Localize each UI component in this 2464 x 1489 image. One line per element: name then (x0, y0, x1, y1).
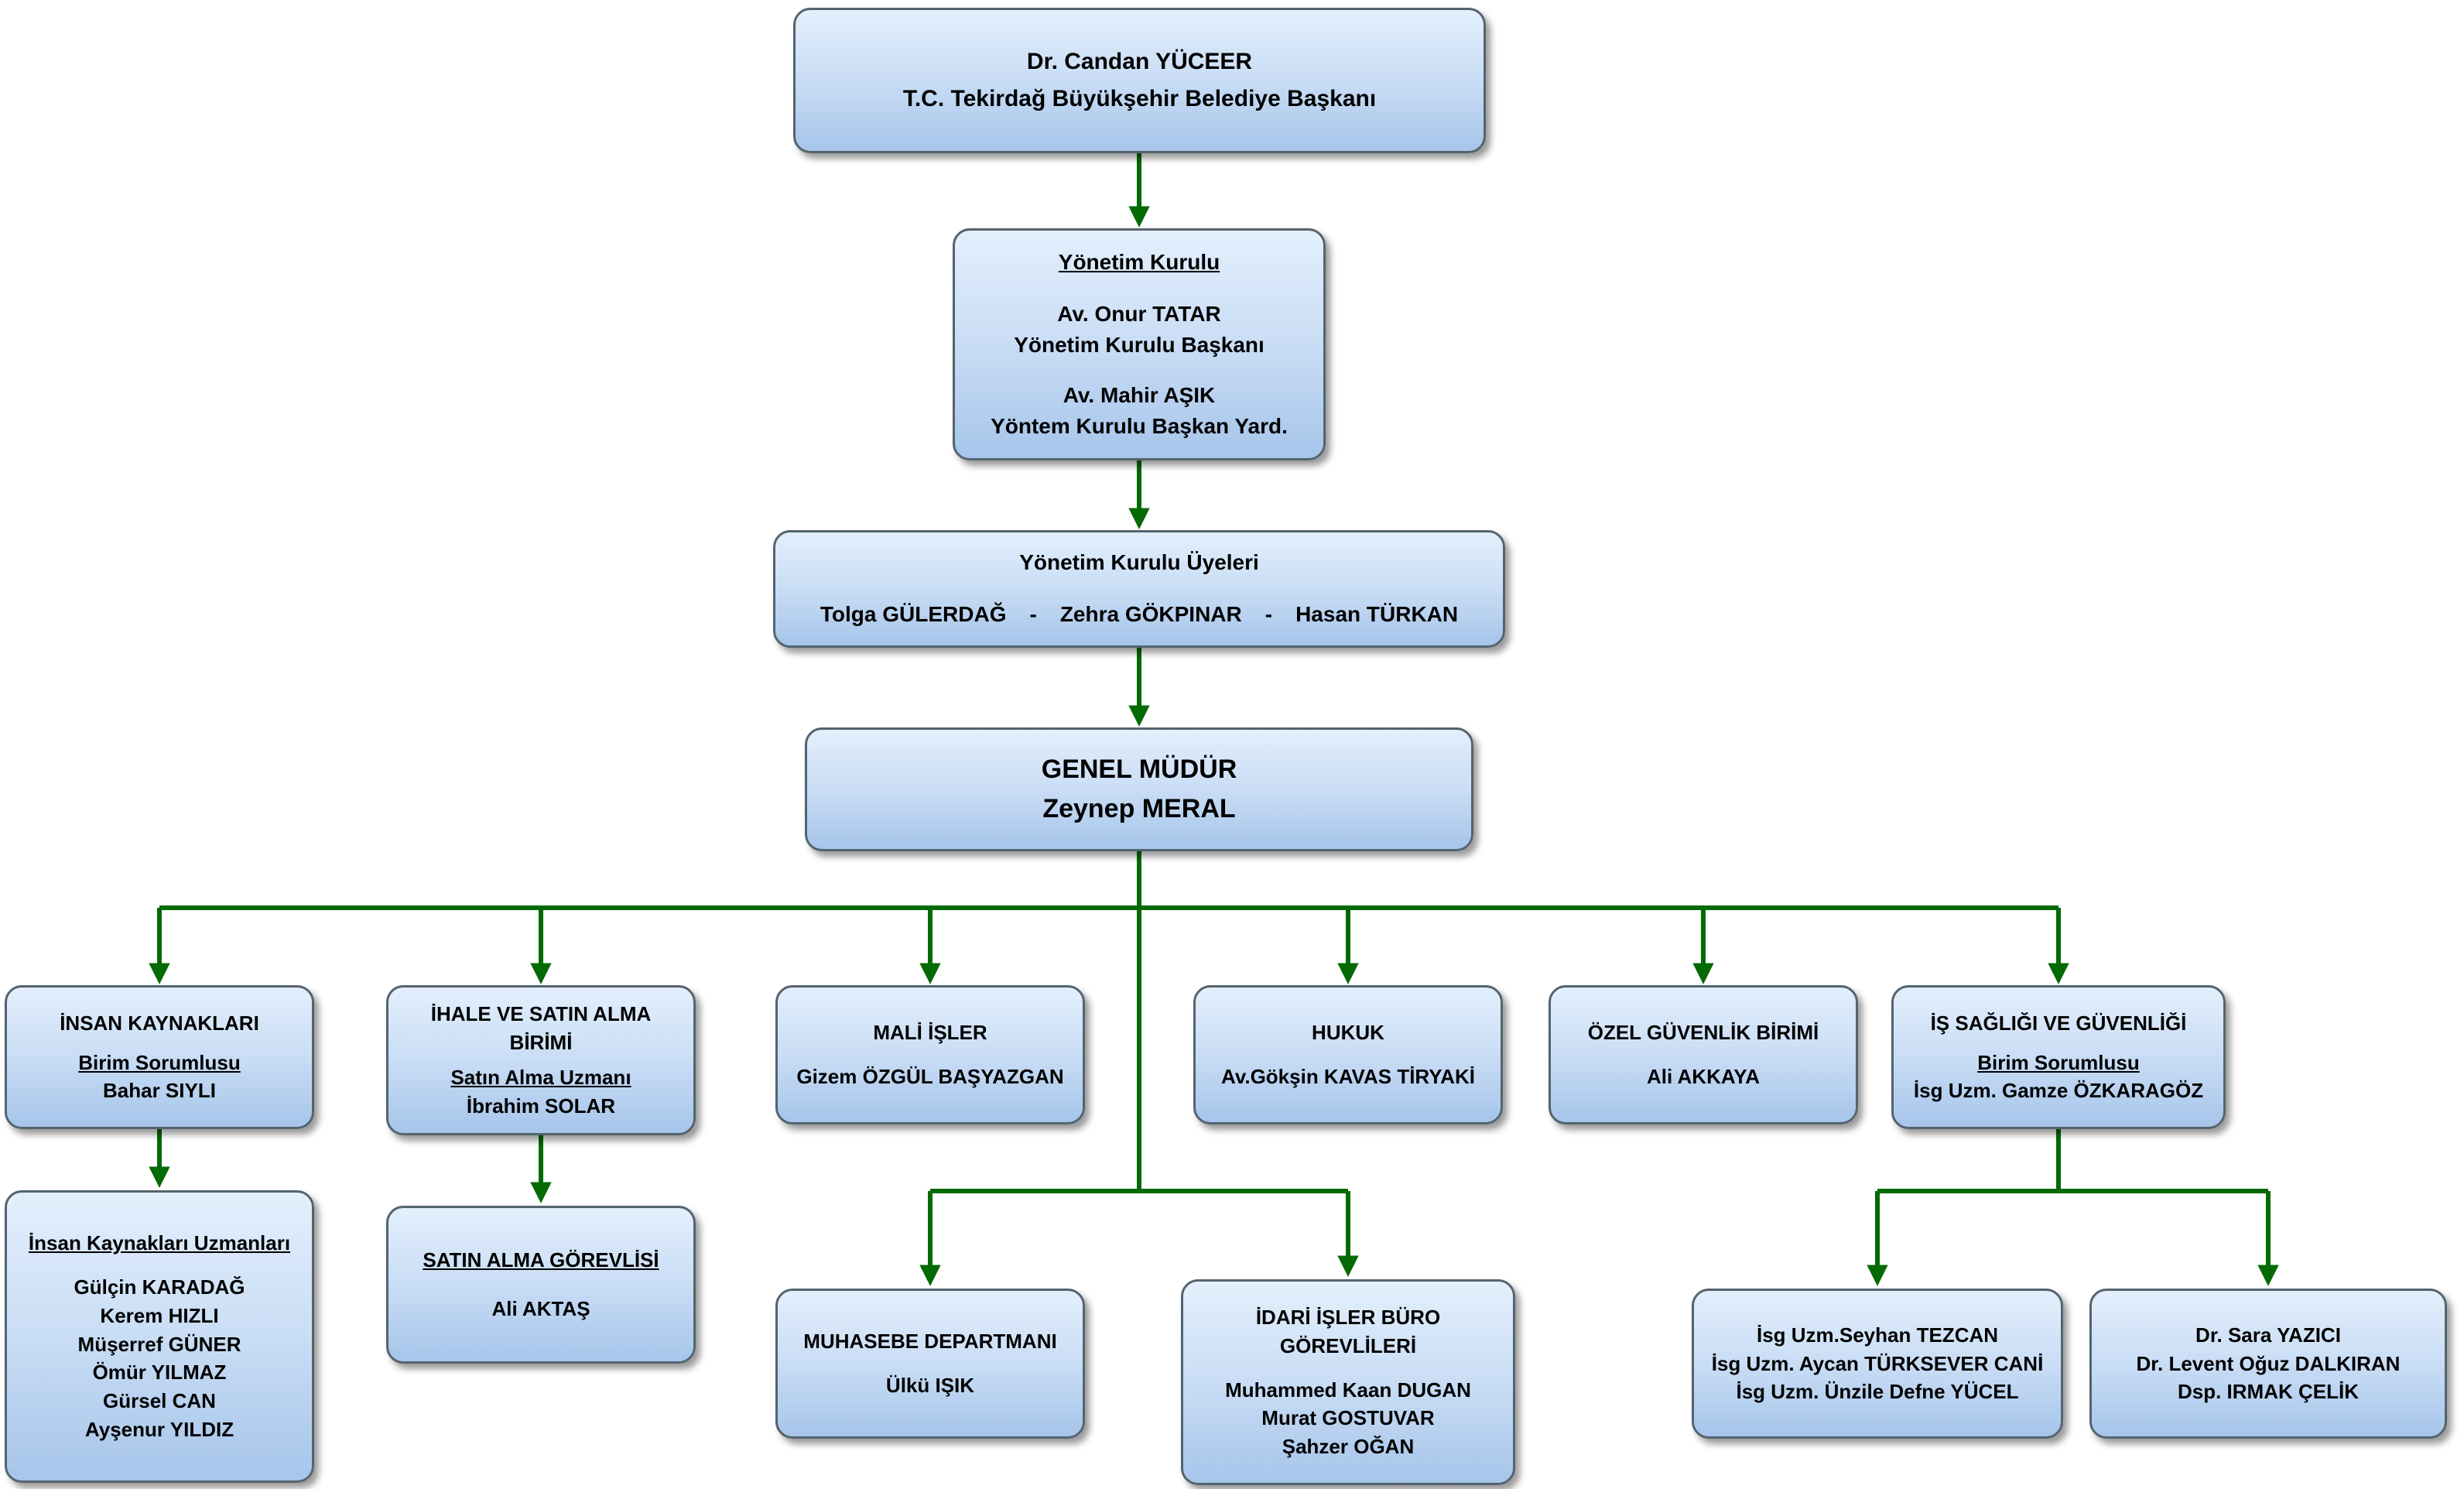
person-name: Ayşenur YILDIZ (84, 1418, 234, 1442)
person-name: Hasan TÜRKAN (1295, 602, 1459, 626)
node-title: MALİ İŞLER (873, 1021, 987, 1045)
person-name: Dr. Candan YÜCEER (1026, 49, 1253, 74)
person-name: Murat GOSTUVAR (1261, 1406, 1435, 1430)
member-group: Av. Mahir AŞIK Yöntem Kurulu Başkan Yard… (991, 380, 1288, 442)
person-name: Gürsel CAN (103, 1389, 216, 1413)
node-yonetim-kurulu-uyeleri: Yönetim Kurulu Üyeleri Tolga GÜLERDAĞ - … (773, 530, 1505, 648)
member-group: Satın Alma Uzmanı İbrahim SOLAR (450, 1063, 631, 1121)
node-genel-mudur: GENEL MÜDÜR Zeynep MERAL (805, 727, 1473, 851)
node-title: HUKUK (1312, 1021, 1384, 1045)
person-name: Gülçin KARADAĞ (74, 1275, 245, 1299)
person-name: Bahar SIYLI (103, 1079, 216, 1103)
person-name: Kerem HIZLI (100, 1303, 219, 1327)
node-is-sagligi: İŞ SAĞLIĞI VE GÜVENLİĞİ Birim Sorumlusu … (1891, 985, 2226, 1129)
person-name: İsg Uzm. Gamze ÖZKARAGÖZ (1913, 1079, 2204, 1103)
separator: - (1265, 602, 1273, 626)
node-insan-kaynaklari: İNSAN KAYNAKLARI Birim Sorumlusu Bahar S… (5, 985, 314, 1129)
member-group: Birim Sorumlusu Bahar SIYLI (78, 1049, 240, 1106)
node-title: ÖZEL GÜVENLİK BİRİMİ (1587, 1021, 1819, 1045)
node-title: İnsan Kaynakları Uzmanları (28, 1231, 291, 1255)
node-saglik-personeli: Dr. Sara YAZICI Dr. Levent Oğuz DALKIRAN… (2089, 1289, 2447, 1439)
node-ozel-guvenlik: ÖZEL GÜVENLİK BİRİMİ Ali AKKAYA (1549, 985, 1858, 1124)
person-name: Dr. Sara YAZICI (2195, 1323, 2341, 1347)
person-name: Av. Onur TATAR (1057, 301, 1221, 326)
node-title: GENEL MÜDÜR (1041, 755, 1237, 784)
person-name: Zehra GÖKPINAR (1059, 602, 1242, 626)
person-role: Birim Sorumlusu (1977, 1050, 2140, 1074)
person-role: Yöntem Kurulu Başkan Yard. (991, 414, 1288, 439)
person-name: Ömür YILMAZ (92, 1361, 227, 1385)
person-name: Zeynep MERAL (1042, 794, 1236, 823)
node-title: İDARİ İŞLER BÜRO GÖREVLİLERİ (1255, 1305, 1441, 1357)
node-ihale-satin-alma: İHALE VE SATIN ALMA BİRİMİ Satın Alma Uz… (386, 985, 696, 1135)
person-name: Av.Gökşin KAVAS TİRYAKİ (1221, 1065, 1475, 1088)
person-name: Av. Mahir AŞIK (1063, 383, 1216, 408)
person-name: Ali AKTAŞ (491, 1297, 590, 1320)
person-name: İsg Uzm.Seyhan TEZCAN (1756, 1323, 1999, 1347)
node-title: İNSAN KAYNAKLARI (60, 1011, 259, 1035)
person-name: İbrahim SOLAR (466, 1094, 616, 1118)
person-role: Birim Sorumlusu (78, 1050, 241, 1074)
node-mali-isler: MALİ İŞLER Gizem ÖZGÜL BAŞYAZGAN (775, 985, 1085, 1124)
node-baskan: Dr. Candan YÜCEER T.C. Tekirdağ Büyükşeh… (793, 8, 1486, 153)
person-name: Müşerref GÜNER (77, 1332, 241, 1356)
person-name: Ali AKKAYA (1647, 1065, 1760, 1088)
person-name: Ülkü IŞIK (885, 1374, 975, 1397)
node-title: SATIN ALMA GÖREVLİSİ (423, 1248, 659, 1272)
person-name: Dr. Levent Oğuz DALKIRAN (2136, 1351, 2401, 1375)
node-isg-uzmanlari: İsg Uzm.Seyhan TEZCAN İsg Uzm. Aycan TÜR… (1692, 1289, 2063, 1439)
node-title: İHALE VE SATIN ALMA BİRİMİ (430, 1002, 652, 1055)
node-idari-isler: İDARİ İŞLER BÜRO GÖREVLİLERİ Muhammed Ka… (1181, 1279, 1515, 1485)
person-name: İsg Uzm. Aycan TÜRKSEVER CANİ (1711, 1351, 2044, 1375)
node-title: MUHASEBE DEPARTMANI (803, 1330, 1057, 1354)
node-title: İŞ SAĞLIĞI VE GÜVENLİĞİ (1930, 1011, 2187, 1035)
node-satin-alma-gorevlisi: SATIN ALMA GÖREVLİSİ Ali AKTAŞ (386, 1206, 696, 1364)
person-name: Dsp. IRMAK ÇELİK (2177, 1380, 2359, 1404)
member-group: Birim Sorumlusu İsg Uzm. Gamze ÖZKARAGÖZ (1914, 1049, 2203, 1106)
node-muhasebe: MUHASEBE DEPARTMANI Ülkü IŞIK (775, 1289, 1085, 1439)
person-name: Şahzer OĞAN (1282, 1435, 1415, 1459)
node-ik-uzmanlari: İnsan Kaynakları Uzmanları Gülçin KARADA… (5, 1190, 314, 1483)
person-name: İsg Uzm. Ünzile Defne YÜCEL (1736, 1380, 2019, 1404)
members-row: Tolga GÜLERDAĞ - Zehra GÖKPINAR - Hasan … (820, 599, 1458, 631)
members-list: Gülçin KARADAĞ Kerem HIZLI Müşerref GÜNE… (74, 1273, 245, 1444)
node-yonetim-kurulu: Yönetim Kurulu Av. Onur TATAR Yönetim Ku… (953, 228, 1326, 460)
node-heading: Yönetim Kurulu (1058, 250, 1220, 275)
members-list: İsg Uzm.Seyhan TEZCAN İsg Uzm. Aycan TÜR… (1712, 1321, 2044, 1407)
person-title: T.C. Tekirdağ Büyükşehir Belediye Başkan… (902, 86, 1377, 111)
person-name: Tolga GÜLERDAĞ (820, 602, 1007, 626)
member-group: Av. Onur TATAR Yönetim Kurulu Başkanı (1014, 299, 1265, 361)
node-heading: Yönetim Kurulu Üyeleri (1019, 550, 1259, 575)
person-name: Gizem ÖZGÜL BAŞYAZGAN (796, 1065, 1064, 1088)
person-name: Muhammed Kaan DUGAN (1225, 1378, 1471, 1402)
members-list: Muhammed Kaan DUGAN Murat GOSTUVAR Şahze… (1225, 1376, 1471, 1462)
members-list: Dr. Sara YAZICI Dr. Levent Oğuz DALKIRAN… (2137, 1321, 2401, 1407)
separator: - (1029, 602, 1037, 626)
node-hukuk: HUKUK Av.Gökşin KAVAS TİRYAKİ (1193, 985, 1503, 1124)
person-role: Satın Alma Uzmanı (450, 1066, 631, 1089)
person-role: Yönetim Kurulu Başkanı (1014, 332, 1265, 357)
